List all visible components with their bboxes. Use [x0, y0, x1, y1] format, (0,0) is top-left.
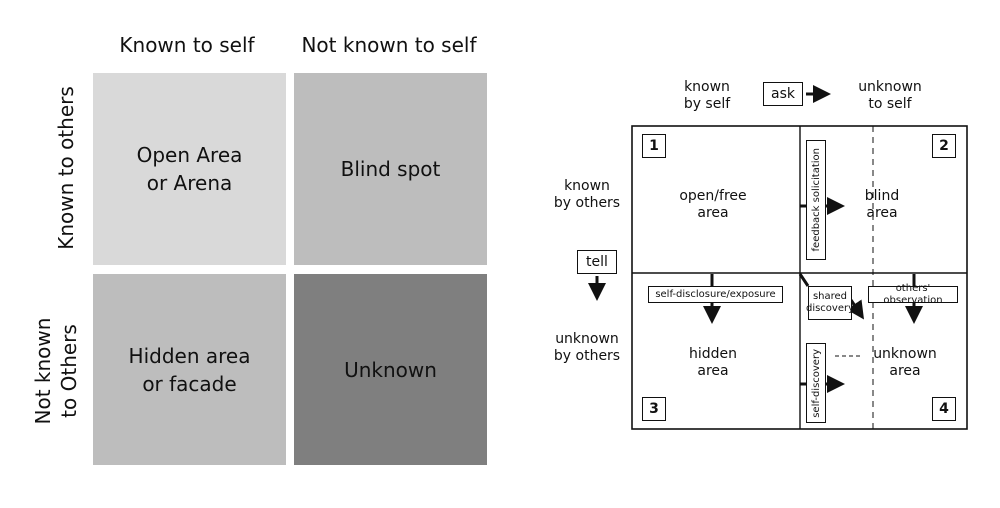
quadrant-3-number: 3: [642, 397, 666, 421]
unknown-cell: Unknown: [294, 274, 487, 465]
label-known-by-others: known by others: [553, 178, 621, 211]
quadrant-3-label: hidden area: [688, 346, 738, 379]
others-observation-box: others' observation: [868, 283, 958, 306]
label-unknown-by-others: unknown by others: [553, 331, 621, 364]
hidden-area-cell: Hidden area or facade: [93, 274, 286, 465]
tell-box: tell: [577, 250, 617, 274]
shared-discovery-stem: [798, 273, 810, 287]
quadrant-4-number: 4: [932, 397, 956, 421]
self-discovery-label: self-discovery: [810, 348, 822, 418]
open-area-cell: Open Area or Arena: [93, 73, 286, 265]
quadrant-1-number: 1: [642, 134, 666, 158]
shared-discovery-box: shared discovery: [806, 286, 854, 320]
quadrant-4-label: unknown area: [873, 346, 937, 379]
ask-box: ask: [763, 82, 803, 106]
label-known-by-self: known by self: [683, 79, 731, 112]
col-header-not-known-to-self: Not known to self: [301, 33, 477, 57]
quadrant-2-number: 2: [932, 134, 956, 158]
blind-spot-cell: Blind spot: [294, 73, 487, 265]
col-header-known-to-self: Known to self: [119, 33, 255, 57]
label-unknown-to-self: unknown to self: [858, 79, 922, 112]
self-disclosure-box: self-disclosure/exposure: [648, 286, 783, 303]
shared-discovery-arrow: [846, 299, 864, 320]
feedback-solicitation-label: feedback solicitation: [810, 148, 822, 252]
self-discovery-box: self-discovery: [806, 343, 826, 423]
quadrant-2-label: blind area: [864, 188, 900, 221]
feedback-solicitation-box: feedback solicitation: [806, 140, 826, 260]
quadrant-1-label: open/free area: [679, 188, 747, 221]
